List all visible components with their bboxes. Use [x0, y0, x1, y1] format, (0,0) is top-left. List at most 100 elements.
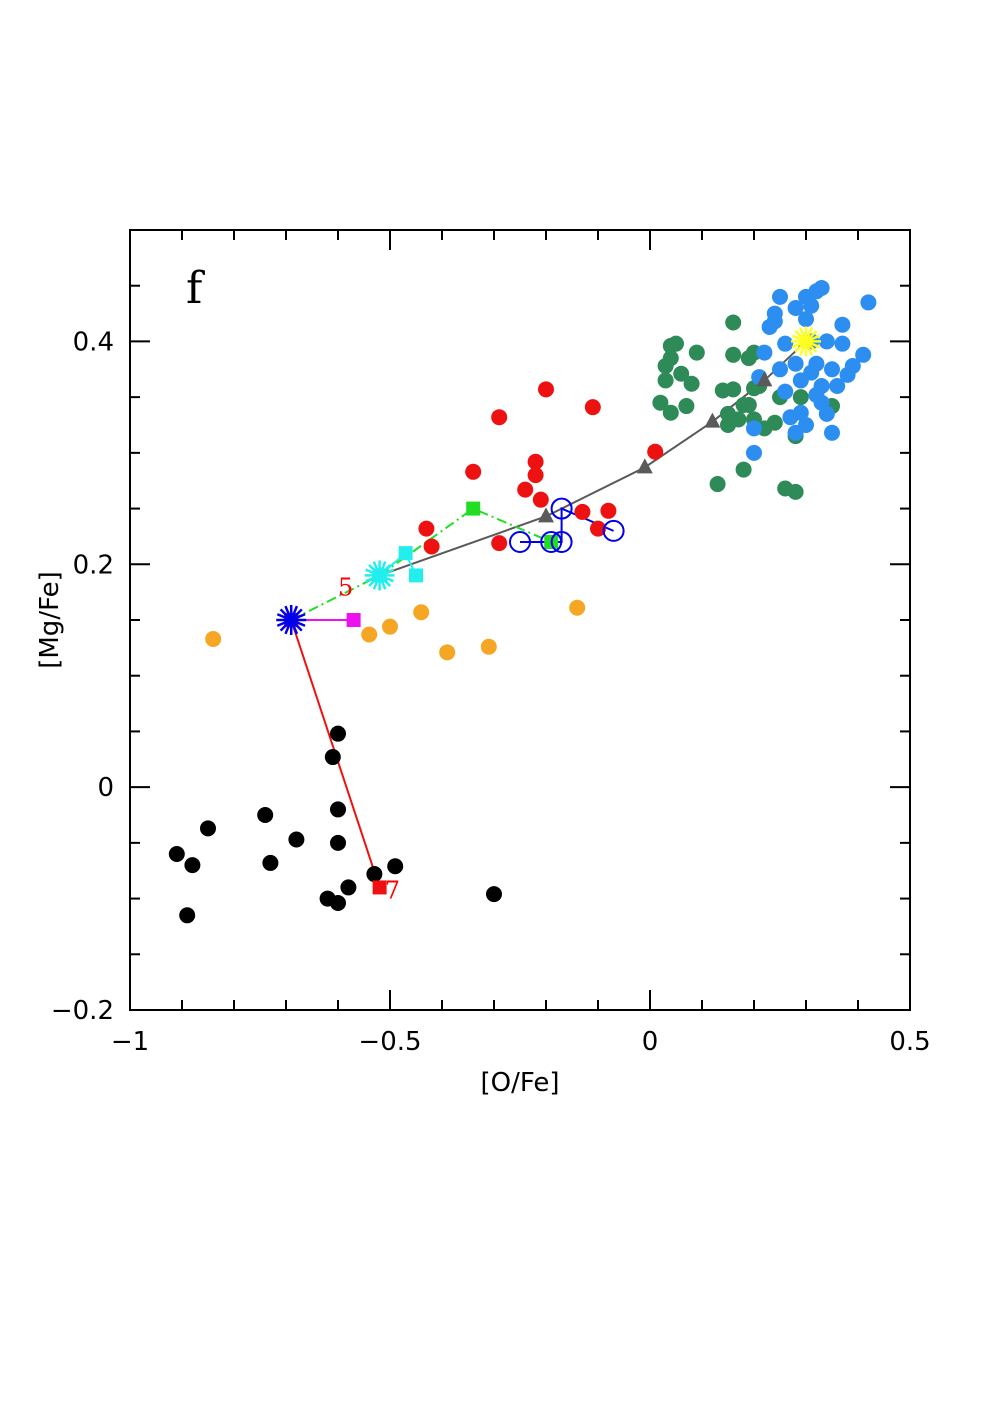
data-point: [808, 355, 825, 372]
track-marker: [704, 412, 721, 428]
data-point: [792, 404, 809, 421]
data-point: [813, 279, 830, 296]
data-point: [834, 335, 851, 352]
data-point: [532, 491, 549, 508]
data-point: [756, 344, 773, 361]
data-point: [766, 414, 783, 431]
data-point: [735, 461, 752, 478]
data-point: [860, 294, 877, 311]
data-point: [387, 858, 404, 875]
data-point: [330, 725, 346, 742]
data-point: [517, 481, 534, 498]
data-point: [730, 411, 747, 428]
data-point: [772, 288, 788, 305]
data-point: [818, 405, 835, 422]
data-point: [725, 346, 742, 363]
data-point: [324, 749, 341, 766]
x-tick-label: −1: [111, 1027, 149, 1057]
data-point: [330, 834, 346, 851]
data-point: [798, 311, 814, 328]
y-tick-label: 0: [97, 773, 114, 803]
data-point: [746, 420, 762, 437]
data-point: [168, 846, 185, 862]
data-point: [657, 372, 674, 389]
data-point: [465, 463, 482, 480]
data-point: [590, 520, 606, 537]
data-point: [569, 599, 586, 616]
data-point: [725, 381, 742, 398]
data-point: [787, 355, 804, 372]
y-tick-label: 0.2: [73, 550, 114, 580]
data-point: [777, 383, 794, 400]
data-point: [740, 396, 757, 413]
data-point: [709, 476, 726, 493]
track-marker: [509, 531, 531, 553]
x-tick-label: 0.5: [889, 1027, 930, 1057]
data-point: [340, 879, 357, 896]
data-point: [855, 346, 872, 363]
data-point: [647, 443, 664, 460]
model-track-line: [379, 340, 807, 577]
data-point: [787, 300, 804, 316]
data-point: [486, 886, 502, 903]
data-point: [288, 831, 305, 848]
x-tick-label: 0: [642, 1027, 659, 1057]
data-point: [574, 503, 591, 520]
star-marker: [791, 326, 821, 357]
data-point: [777, 335, 794, 352]
data-point: [527, 453, 544, 470]
data-point: [330, 801, 346, 818]
data-point: [491, 535, 508, 552]
annotation-label: 7: [385, 877, 400, 905]
data-point: [584, 399, 601, 416]
data-point: [688, 344, 705, 361]
data-point: [673, 365, 690, 382]
data-point: [527, 467, 544, 484]
track-marker: [602, 519, 625, 542]
data-point: [772, 361, 788, 378]
track-marker: [550, 531, 573, 553]
data-point: [200, 820, 216, 837]
x-tick-label: −0.5: [358, 1027, 421, 1057]
data-point: [824, 361, 840, 378]
track-marker: [538, 507, 554, 523]
data-point: [413, 604, 430, 621]
data-point: [480, 638, 497, 655]
data-point: [652, 394, 669, 411]
data-point: [205, 630, 222, 647]
data-point: [382, 618, 398, 635]
data-point: [662, 350, 679, 367]
data-point: [366, 866, 383, 883]
data-point: [439, 644, 456, 661]
data-point: [418, 520, 435, 537]
track-marker: [466, 501, 481, 516]
track-marker: [636, 458, 653, 474]
y-tick-label: −0.2: [51, 996, 114, 1026]
data-point: [829, 378, 846, 394]
data-point: [766, 305, 783, 322]
data-point: [179, 907, 196, 924]
x-axis-label: [O/Fe]: [480, 1068, 559, 1098]
star-markers: [276, 326, 821, 635]
y-axis-label: [Mg/Fe]: [35, 571, 65, 669]
track-marker: [756, 371, 773, 387]
data-point: [491, 409, 508, 426]
data-point: [787, 483, 804, 500]
data-point: [746, 444, 762, 461]
annotation-label: 5: [338, 574, 353, 602]
track-marker: [372, 880, 387, 895]
data-point: [184, 857, 201, 874]
panel-label: f: [186, 263, 205, 314]
data-point: [813, 378, 830, 394]
data-point: [803, 297, 820, 314]
model-track-line: [290, 507, 552, 621]
star-ray: [365, 568, 394, 583]
data-point: [262, 854, 279, 871]
track-marker: [540, 531, 563, 553]
data-points: [168, 279, 877, 924]
annotations: 57: [338, 574, 400, 905]
data-point: [818, 333, 835, 350]
data-point: [834, 316, 851, 333]
star-marker: [276, 605, 307, 635]
